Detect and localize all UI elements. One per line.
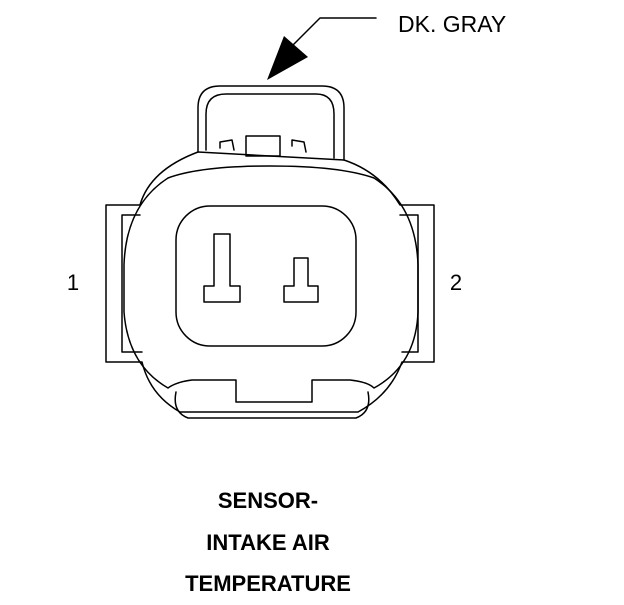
housing-outer: [105, 151, 435, 413]
latch-tab: [197, 85, 345, 161]
pin-1-label: 1: [67, 270, 79, 295]
terminal-cavity: [175, 205, 357, 347]
lock-ramp: [245, 135, 281, 157]
pin-1-terminal: [203, 233, 241, 303]
connector-title-line-3: TEMPERATURE: [185, 571, 351, 596]
pin-2-terminal: [283, 257, 319, 303]
housing-inner-shroud: [123, 165, 419, 403]
connector-housing: [105, 85, 435, 419]
connector-title-line-1: SENSOR-: [218, 488, 318, 513]
callout-arrowhead: [267, 36, 308, 80]
connector-title-line-2: INTAKE AIR: [206, 530, 330, 555]
pin-2-label: 2: [450, 270, 462, 295]
housing-bottom-skirt: [174, 391, 370, 419]
wire-callout-leader: [267, 17, 377, 80]
wire-color-label: DK. GRAY: [398, 11, 506, 37]
